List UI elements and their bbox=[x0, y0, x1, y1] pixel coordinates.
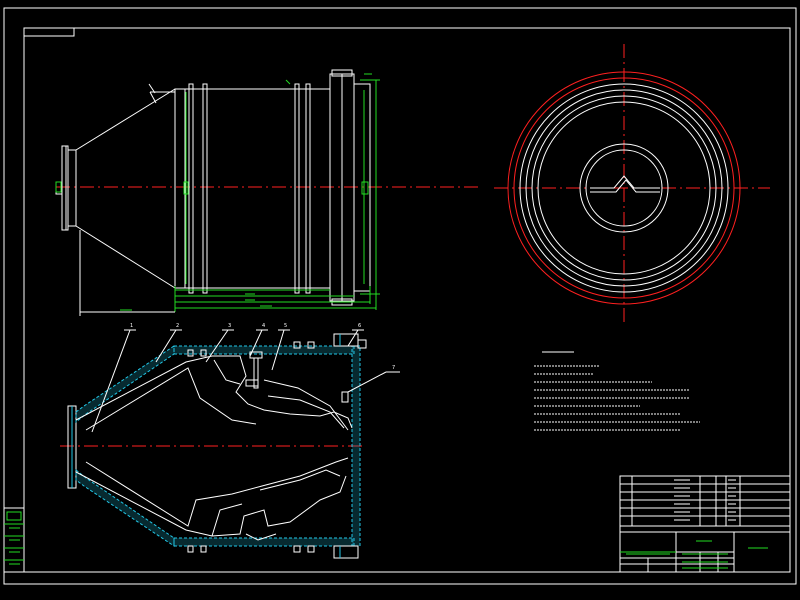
parts-list bbox=[619, 475, 791, 527]
section-view bbox=[60, 329, 400, 559]
technical-notes bbox=[534, 351, 700, 431]
sheet-border bbox=[3, 7, 797, 585]
side-view bbox=[494, 44, 770, 324]
balloon-4: 4 bbox=[262, 323, 265, 329]
balloon-3: 3 bbox=[228, 323, 231, 329]
title-block bbox=[619, 525, 791, 573]
front-view bbox=[55, 69, 480, 316]
balloon-7: 7 bbox=[392, 365, 395, 371]
balloon-2: 2 bbox=[176, 323, 179, 329]
balloon-6: 6 bbox=[358, 323, 361, 329]
binding-margin-table bbox=[3, 507, 25, 573]
balloon-5: 5 bbox=[284, 323, 287, 329]
balloon-1: 1 bbox=[130, 323, 133, 329]
front-view-dimensions bbox=[55, 73, 380, 316]
part-balloons: 1 2 3 4 5 6 7 bbox=[130, 323, 395, 371]
